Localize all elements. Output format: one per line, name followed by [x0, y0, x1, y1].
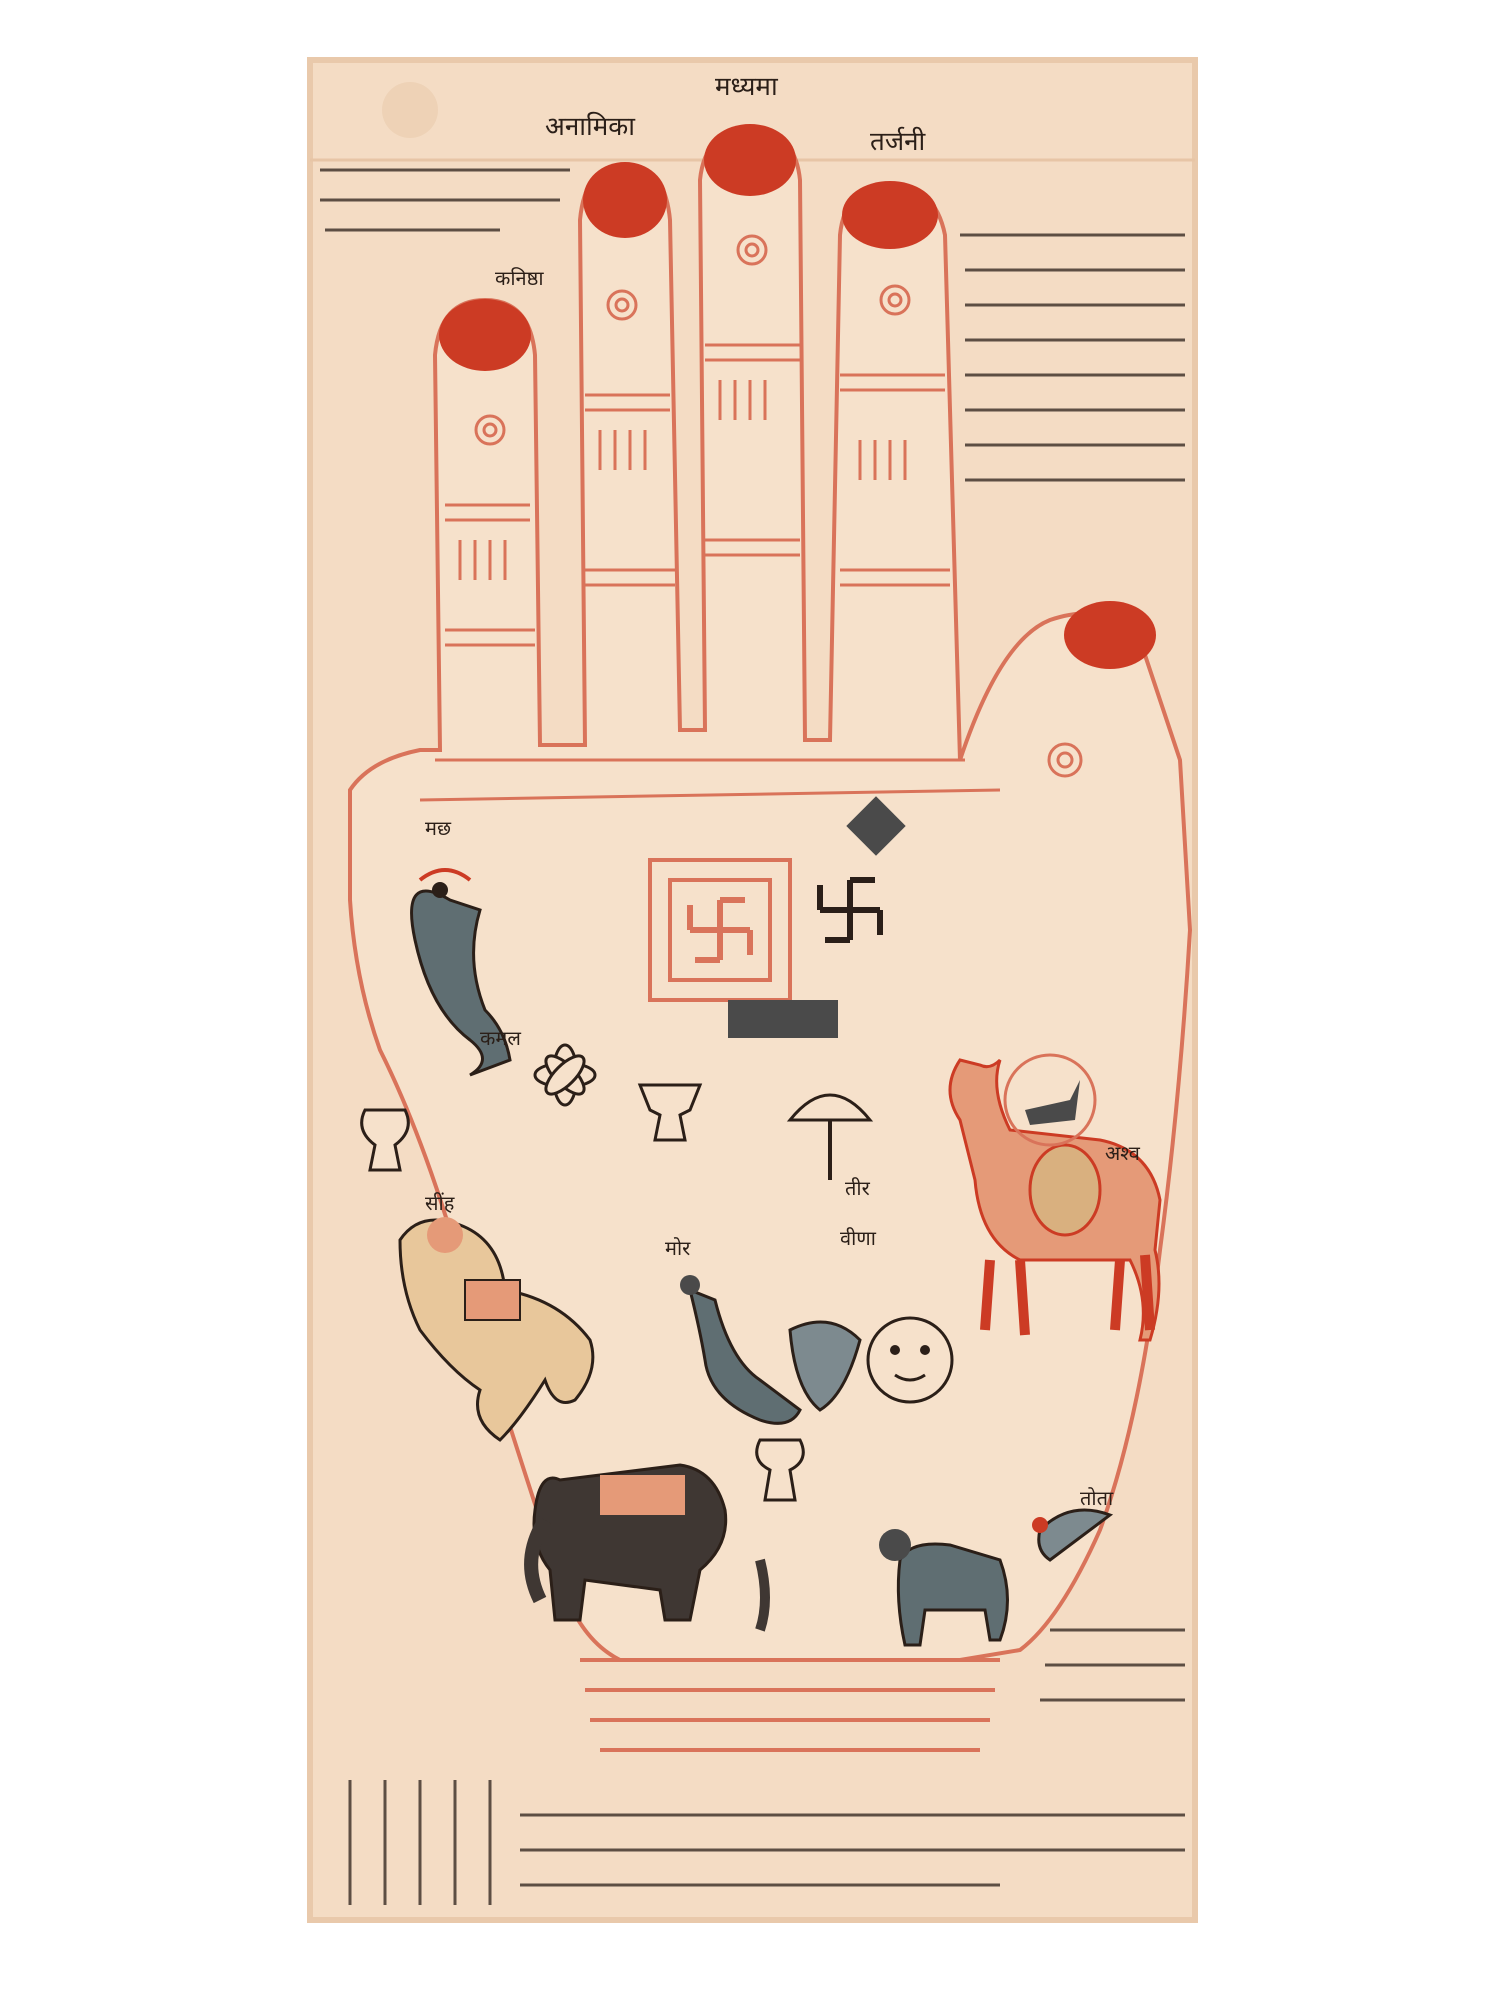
label-lotus: कमल — [480, 1026, 521, 1050]
wrist-bands — [580, 1658, 1000, 1752]
umbrella-icon — [786, 1093, 874, 1180]
label-parrot: तोता — [1080, 1486, 1114, 1510]
kalash-pot-icon — [360, 1083, 805, 1502]
finger-hatching — [458, 380, 907, 580]
sun-face-icon — [866, 1316, 954, 1404]
maze-square — [648, 858, 792, 1002]
finger-creases — [419, 343, 1001, 802]
index-fingertip — [842, 181, 938, 249]
label-veena: वीणा — [840, 1226, 877, 1250]
label-fish: मछ — [425, 816, 452, 840]
label-index-finger: तर्जनी — [870, 126, 927, 157]
label-peacock: मोर — [665, 1236, 691, 1260]
dark-bar — [728, 1000, 838, 1038]
lotus-flower-icon — [533, 1043, 597, 1107]
bull-icon — [879, 1529, 1009, 1647]
peacock-icon — [680, 1275, 802, 1425]
little-fingertip — [439, 299, 531, 371]
label-little-finger: कनिष्ठा — [495, 266, 544, 290]
conch-icon — [788, 1320, 862, 1412]
paper-stain — [307, 57, 1198, 1923]
label-middle-finger: मध्यमा — [715, 72, 779, 102]
diamond-emblem — [846, 796, 906, 856]
middle-fingertip — [704, 124, 796, 196]
label-ring-finger: अनामिका — [545, 111, 636, 142]
finger-spirals — [474, 234, 1083, 778]
label-arrow: तीर — [845, 1176, 871, 1200]
swastika-small-icon — [817, 877, 883, 943]
label-horse: अश्व — [1105, 1141, 1141, 1165]
fingertips — [439, 124, 1156, 669]
ring-fingertip — [583, 162, 667, 238]
dog-icon — [1025, 1080, 1080, 1125]
parrot-icon — [1032, 1508, 1114, 1562]
label-lion: सींह — [425, 1191, 455, 1215]
marginal-text-blocks — [320, 168, 1185, 1905]
dog-medallion — [1003, 1053, 1097, 1147]
paper-stain-spot — [382, 82, 438, 138]
fish-icon — [410, 868, 512, 1077]
horse-icon — [948, 1058, 1162, 1342]
swastika-icon — [687, 897, 753, 963]
thumb-tip — [1064, 601, 1156, 669]
lion-icon — [398, 1217, 595, 1442]
elephant-icon — [524, 1463, 770, 1632]
